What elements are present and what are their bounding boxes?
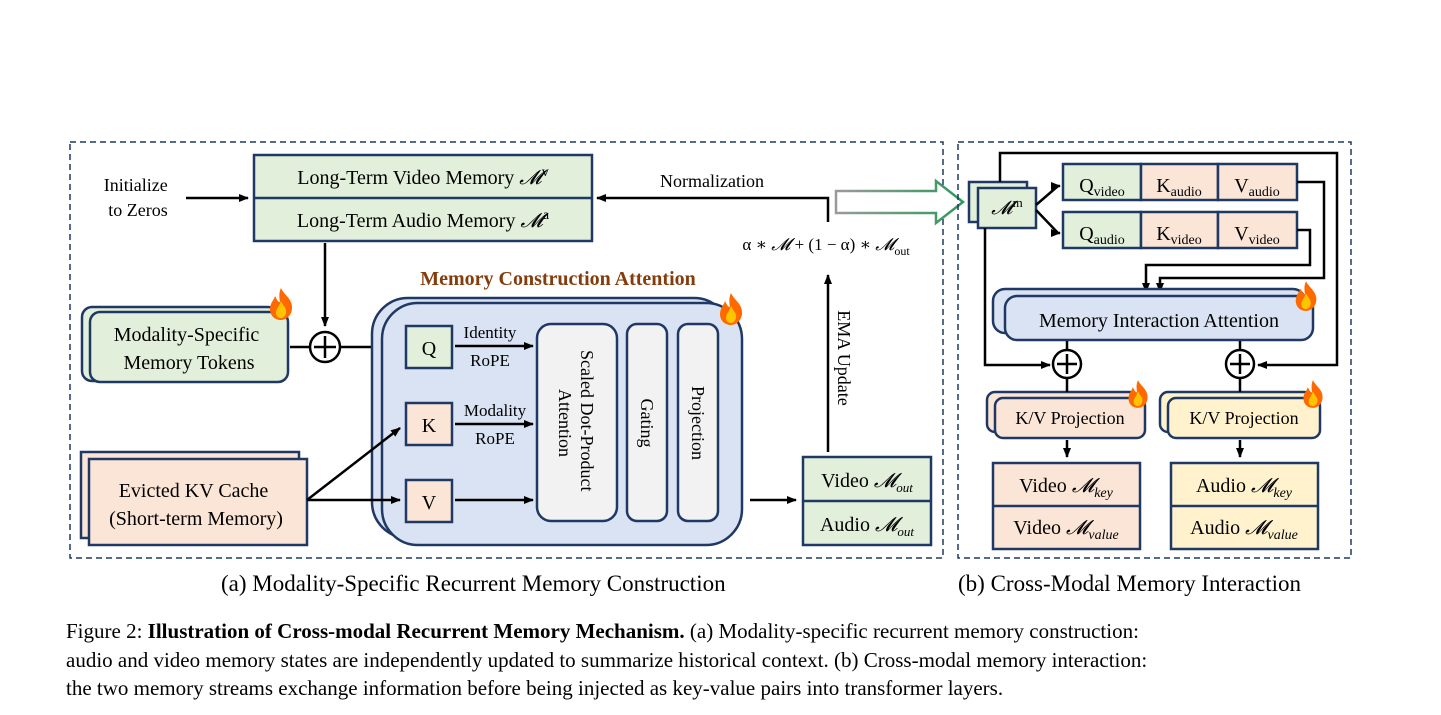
mca-title: Memory Construction Attention <box>420 268 696 290</box>
q-box <box>404 324 454 370</box>
video-kv-block: Video 𝓜key Video 𝓜value <box>991 461 1142 551</box>
audio-memory-label: Long-Term Audio Memory 𝓜a <box>297 208 550 232</box>
sdpa-box <box>535 322 619 523</box>
flame-icon <box>1128 380 1148 408</box>
kv-cache-block: Evicted KV Cache (Short-term Memory) <box>79 450 309 547</box>
k-box <box>404 401 454 447</box>
flame-icon <box>1295 281 1317 311</box>
v-video-label: Vvideo <box>1234 223 1280 248</box>
kv-projection-left: K/V Projection <box>985 390 1147 440</box>
hollow-arrow-icon <box>834 178 966 226</box>
kv-cache-label: Evicted KV Cache (Short-term Memory) <box>109 480 283 530</box>
flame-icon <box>270 288 293 320</box>
figure-caption-line-3: the two memory streams exchange informat… <box>66 676 1004 700</box>
plus-circle-icon <box>308 330 342 364</box>
figure-caption-line-2: audio and video memory states are indepe… <box>66 648 1148 672</box>
kv-projection-right: K/V Projection <box>1158 390 1322 440</box>
k-label: K <box>422 415 437 437</box>
v-label: V <box>422 492 437 514</box>
q-video-label: Qvideo <box>1079 175 1125 200</box>
qkv-row-video-query: Qvideo Kaudio Vaudio <box>1061 162 1299 202</box>
projection-box <box>676 322 720 523</box>
q-label: Q <box>422 338 437 360</box>
mm-to-row2 <box>1035 209 1061 237</box>
sdpa-label: Scaled Dot-Product Attention <box>555 350 597 496</box>
panel-b-caption: (b) Cross-Modal Memory Interaction <box>958 571 1302 596</box>
q-audio-label: Qaudio <box>1079 223 1125 248</box>
memory-tokens-block: Modality-Specific Memory Tokens <box>80 305 290 384</box>
v-box <box>404 478 454 524</box>
figure-caption-line-1: Figure 2: Illustration of Cross-modal Re… <box>66 619 1139 644</box>
memory-tokens-label: Modality-Specific Memory Tokens <box>114 324 265 374</box>
mm-left-line <box>983 228 1051 369</box>
kv-projection-left-label: K/V Projection <box>1015 408 1124 428</box>
rope-label-q: RoPE <box>470 351 510 370</box>
mm-label: 𝓜m <box>991 195 1022 219</box>
normalization-arrow <box>596 194 830 222</box>
v-audio-label: Vaudio <box>1234 175 1280 200</box>
qkv-row-audio-query: Qaudio Kvideo Vvideo <box>1061 210 1299 250</box>
video-out-label: Video 𝓜out <box>821 470 913 495</box>
mia-label: Memory Interaction Attention <box>1039 310 1279 332</box>
audio-value-label: Audio 𝓜value <box>1190 517 1298 543</box>
kv-to-k-arrow <box>306 427 401 501</box>
video-memory-label: Long-Term Video Memory 𝓜v <box>297 165 548 189</box>
long-term-memory-block: Long-Term Video Memory 𝓜v Long-Term Audi… <box>252 153 594 243</box>
mm-to-row1 <box>1035 182 1061 206</box>
ema-formula: α ∗ 𝓜 + (1 − α) ∗ 𝓜out <box>742 235 910 258</box>
rope-label-k: RoPE <box>475 429 515 448</box>
flame-icon <box>720 293 743 325</box>
panel-b-frame <box>957 141 1352 559</box>
identity-label: Identity <box>464 323 517 342</box>
gating-box <box>625 322 669 523</box>
modality-label: Modality <box>464 401 527 420</box>
gating-label: Gating <box>637 399 657 448</box>
row1-to-mia <box>1156 180 1326 293</box>
ema-update-label: EMA Update <box>834 310 854 405</box>
row2-to-mia <box>1142 228 1312 293</box>
mia-block: Memory Interaction Attention <box>991 287 1315 342</box>
projection-label: Projection <box>688 386 708 460</box>
mm-top-line <box>998 151 1339 369</box>
output-memory-block: Video 𝓜out Audio 𝓜out <box>801 455 933 547</box>
init-label: Initialize to Zeros <box>104 175 172 220</box>
k-audio-label: Kaudio <box>1156 175 1202 200</box>
panel-a-caption: (a) Modality-Specific Recurrent Memory C… <box>221 571 726 596</box>
figure-label: Figure 2: <box>66 619 148 643</box>
kv-projection-right-label: K/V Projection <box>1189 408 1298 428</box>
normalization-label: Normalization <box>660 171 764 191</box>
panel-a-frame <box>69 141 944 559</box>
plus-circle-icon <box>1224 348 1256 380</box>
video-value-label: Video 𝓜value <box>1013 517 1118 543</box>
flame-icon <box>1303 380 1323 408</box>
figure-caption-text: (a) Modality-specific recurrent memory c… <box>684 619 1139 643</box>
audio-kv-block: Audio 𝓜key Audio 𝓜value <box>1169 461 1320 551</box>
mm-block: 𝓜m <box>967 180 1038 230</box>
audio-out-label: Audio 𝓜out <box>820 514 914 539</box>
k-video-label: Kvideo <box>1156 223 1202 248</box>
video-key-label: Video 𝓜key <box>1019 475 1114 501</box>
audio-key-label: Audio 𝓜key <box>1196 475 1293 501</box>
figure-title: Illustration of Cross-modal Recurrent Me… <box>147 619 685 643</box>
plus-circle-icon <box>1051 348 1083 380</box>
